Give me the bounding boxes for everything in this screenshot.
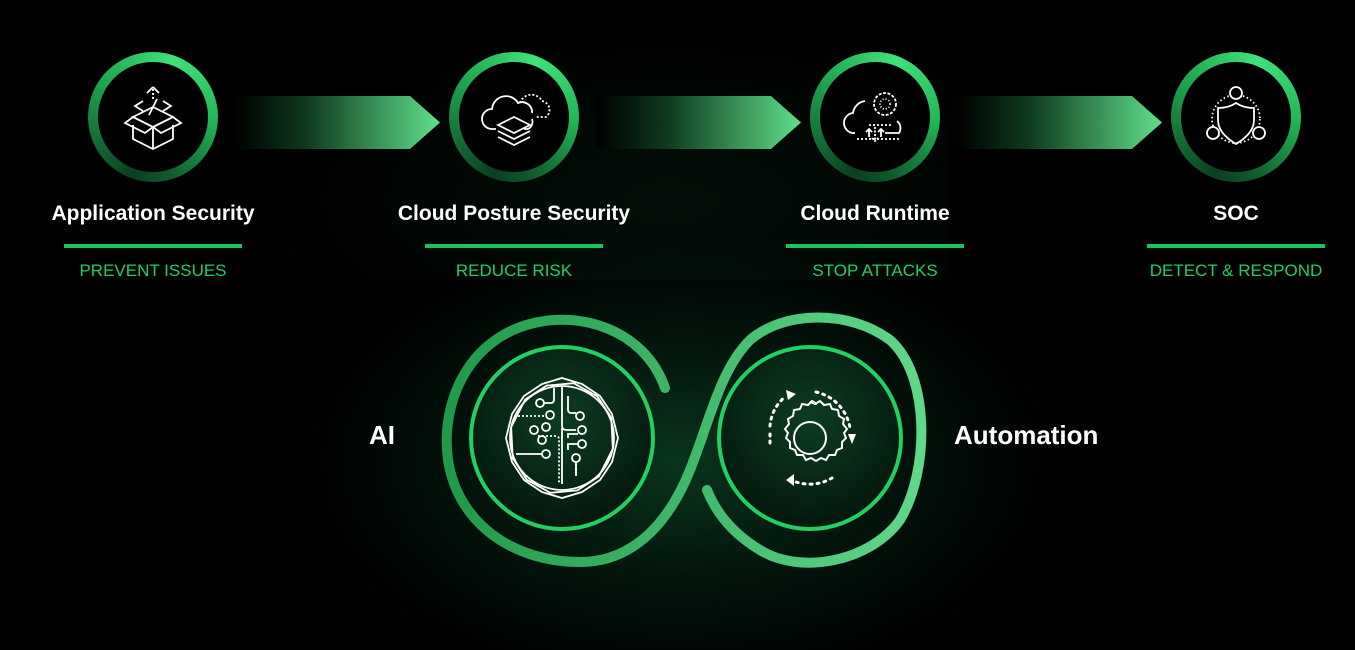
stage-underline	[1147, 244, 1325, 248]
stage-title: Application Security	[51, 202, 255, 225]
automation-label: Automation	[954, 420, 1099, 450]
stage-subtitle: STOP ATTACKS	[812, 261, 938, 280]
stage-subtitle: REDUCE RISK	[455, 261, 573, 280]
arrow-3	[957, 96, 1162, 149]
stage-application-security: Application Security PREVENT ISSUES	[3, 52, 303, 292]
arrow-1	[235, 96, 440, 149]
circuit-brain-icon	[505, 377, 619, 499]
stage-ring	[88, 52, 218, 182]
stage-title: Cloud Runtime	[800, 202, 950, 225]
stage-subtitle: PREVENT ISSUES	[79, 261, 227, 280]
stage-title: SOC	[1213, 202, 1259, 225]
cloud-layers-icon	[481, 93, 551, 147]
stage-underline	[64, 244, 242, 248]
infinity-loop	[441, 312, 927, 568]
gear-cycle-icon	[768, 390, 856, 486]
stage-cloud-posture-security: Cloud Posture Security REDUCE RISK	[364, 52, 664, 292]
arrow-2	[596, 96, 801, 149]
stage-ring	[810, 52, 940, 182]
stage-subtitle: DETECT & RESPOND	[1149, 261, 1323, 280]
stage-ring	[1171, 52, 1301, 182]
ai-label: AI	[369, 420, 395, 450]
stage-cloud-runtime: Cloud Runtime STOP ATTACKS	[725, 52, 1025, 292]
stage-ring	[449, 52, 579, 182]
stage-title: Cloud Posture Security	[397, 202, 631, 225]
stage-underline	[786, 244, 964, 248]
stage-underline	[425, 244, 603, 248]
open-box-code-icon	[123, 86, 183, 151]
shield-network-icon	[1206, 86, 1266, 146]
cloud-gear-icon	[843, 92, 902, 143]
stage-soc: SOC DETECT & RESPOND	[1086, 52, 1355, 292]
